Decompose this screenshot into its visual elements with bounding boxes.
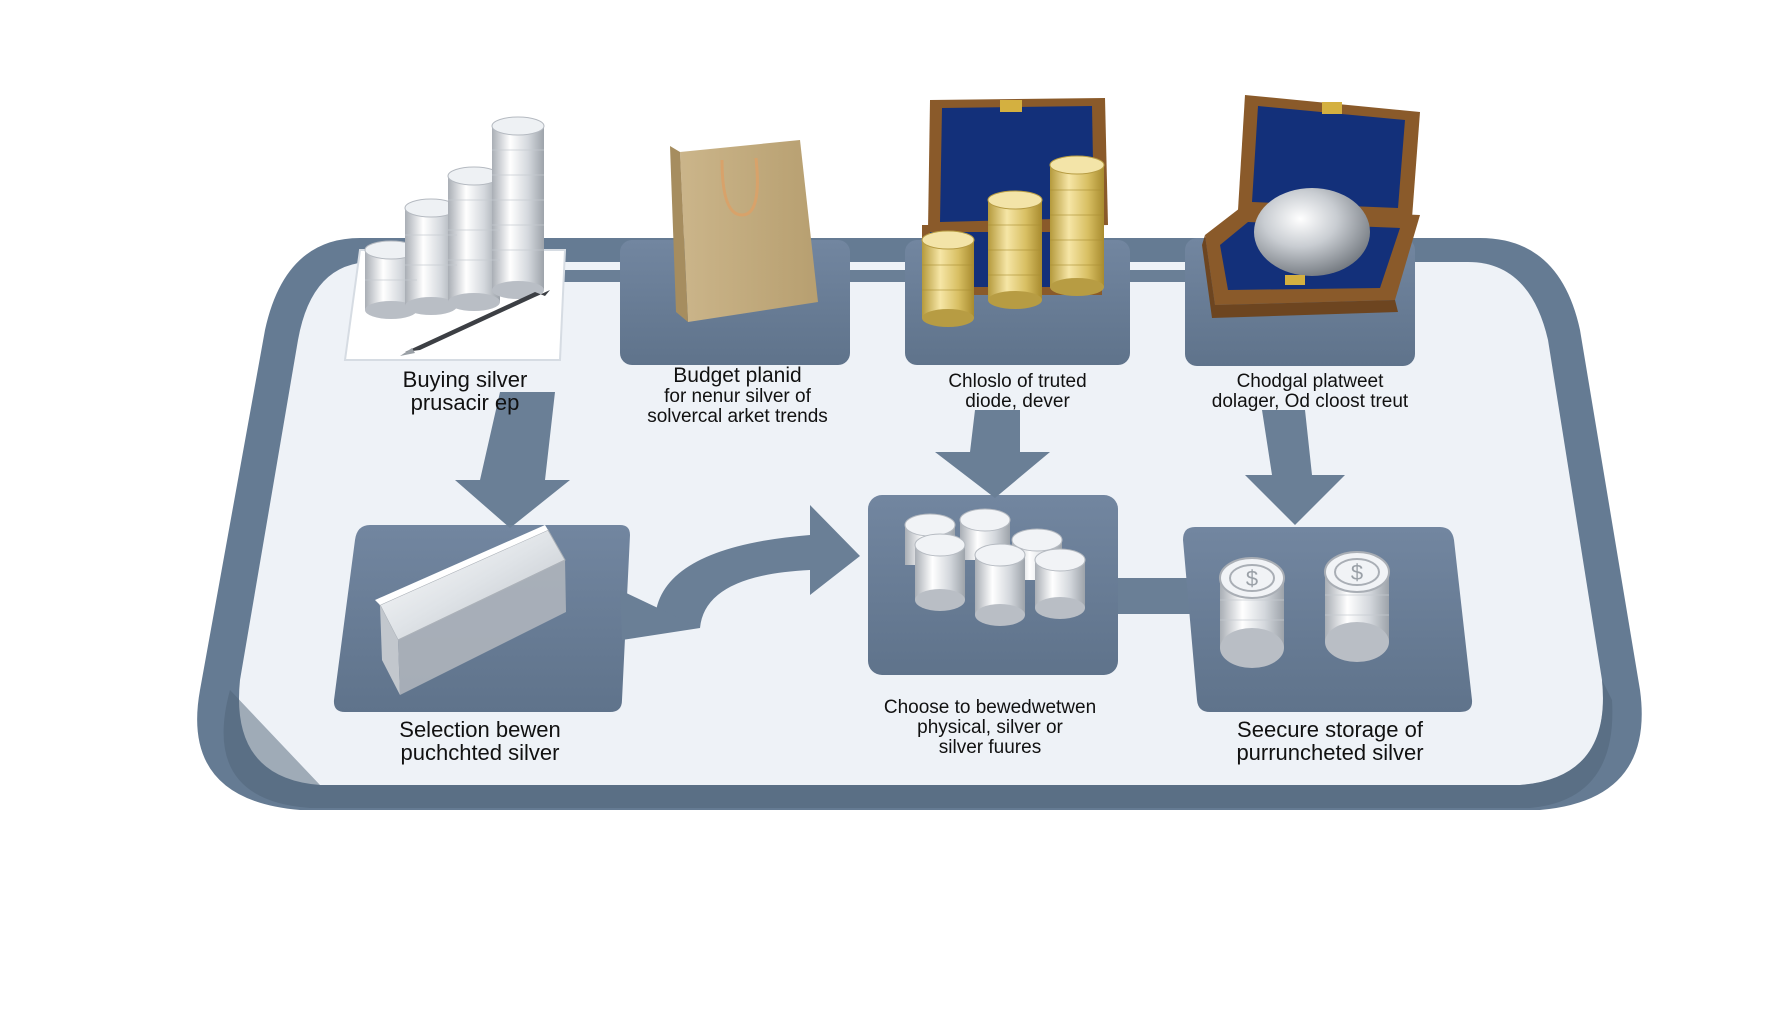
silver-sphere-in-case-icon — [1202, 95, 1420, 318]
step-2-line-3: solvercal arket trends — [647, 405, 828, 427]
step-5-label: Selection bewen puchchted silver — [345, 718, 615, 764]
silver-bar-icon — [375, 525, 566, 695]
step-1-label: Buying silver prusacir ep — [365, 368, 565, 414]
silver-coin-piles-icon — [904, 508, 1086, 626]
step-4-line-1: Chodgal platweet — [1236, 371, 1384, 392]
step-2-line-2: for nenur silver of — [664, 386, 811, 408]
step-5-line-2: puchchted silver — [400, 740, 560, 766]
silver-coin-stacks-and-pen-icon — [364, 116, 550, 356]
step-7-line-1: Seecure storage of — [1237, 717, 1423, 742]
step-6-line-1: Choose to bewedwetwen — [883, 697, 1097, 718]
paper-shopping-bag-icon — [670, 140, 818, 322]
step-7-label: Seecure storage of purruncheted silver — [1200, 718, 1460, 764]
gold-coin-stacks-in-case-icon — [921, 98, 1108, 327]
svg-text:$: $ — [1246, 566, 1258, 591]
step-7-line-2: purruncheted silver — [1236, 740, 1424, 766]
step-3-line-2: diode, dever — [965, 390, 1070, 412]
step-3-label: Chloslo of truted diode, dever — [905, 372, 1130, 412]
step-6-label: Choose to bewedwetwen physical, silver o… — [855, 698, 1125, 758]
curved-double-arrow — [620, 505, 860, 640]
down-arrow-2 — [935, 410, 1050, 498]
step-5-line-1: Selection bewen — [399, 717, 561, 742]
step-3-line-1: Chloslo of truted — [948, 371, 1087, 392]
step-6-line-2: physical, silver or — [917, 716, 1063, 738]
step-2-line-1: Budget planid — [673, 364, 802, 387]
step-1-line-2: prusacir ep — [410, 390, 520, 416]
down-arrow-3 — [1245, 410, 1345, 525]
down-arrow-1 — [455, 392, 570, 528]
step-2-label: Budget planid for nenur silver of solver… — [615, 364, 860, 427]
step-6-line-3: silver fuures — [938, 736, 1042, 758]
step-4-label: Chodgal platweet dolager, Od cloost treu… — [1180, 372, 1440, 412]
top-connectors — [560, 270, 1200, 614]
svg-text:$: $ — [1351, 560, 1363, 585]
dollar-silver-coin-stacks-icon: $ $ — [1219, 551, 1390, 668]
step-4-line-2: dolager, Od cloost treut — [1211, 390, 1409, 412]
step-1-line-1: Buying silver — [402, 367, 528, 392]
